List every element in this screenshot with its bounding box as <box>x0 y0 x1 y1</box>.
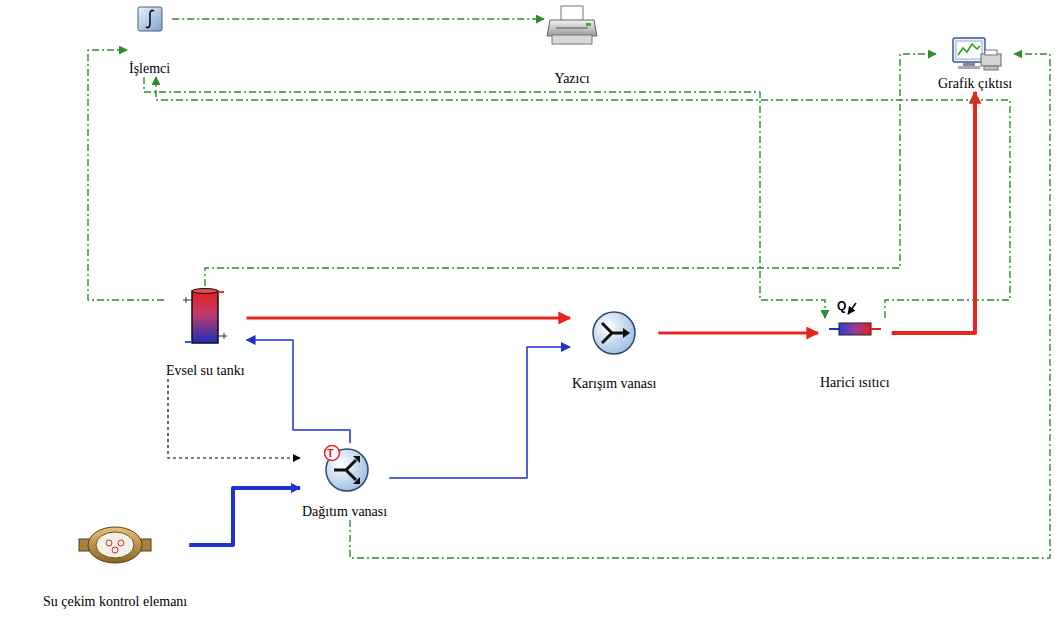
component-label: Grafik çıktısı <box>936 75 1014 92</box>
flow-connector <box>168 379 300 458</box>
component-icon <box>177 286 233 348</box>
component-label: Evsel su tankı <box>164 362 247 379</box>
component-node: Dağıtım vanası <box>300 443 389 520</box>
flow-connector <box>247 340 350 443</box>
flow-connector <box>658 332 818 335</box>
component-icon <box>544 4 600 48</box>
flow-connector <box>389 347 570 478</box>
component-node: İşlemci <box>127 6 172 77</box>
flow-connector <box>88 50 164 300</box>
flow-connector <box>247 317 570 320</box>
component-icon <box>947 36 1003 72</box>
flow-connector <box>205 54 936 286</box>
component-node: Grafik çıktısı <box>936 36 1014 92</box>
symbol-letter: Q <box>837 300 846 312</box>
flow-connector <box>350 54 1050 558</box>
component-node: Karışım vanası <box>570 309 658 392</box>
flow-connector <box>156 77 1010 318</box>
heat-input-arrow <box>848 303 856 314</box>
component-node: Su çekim kontrol elemanı <box>41 525 189 610</box>
component-icon <box>78 525 152 565</box>
component-node: Harici ısıtıcı <box>818 318 892 391</box>
symbol-letter: T <box>327 447 334 459</box>
component-label: Dağıtım vanası <box>300 503 389 520</box>
component-label: Karışım vanası <box>570 375 658 392</box>
component-label: Su çekim kontrol elemanı <box>41 593 189 610</box>
flow-connector <box>144 77 825 318</box>
component-icon <box>590 309 638 357</box>
component-node: Yazıcı <box>544 4 600 87</box>
flow-connector <box>892 92 975 333</box>
component-icon <box>829 318 881 340</box>
component-label: İşlemci <box>127 60 172 77</box>
flow-connector <box>172 18 544 19</box>
flow-connector <box>189 488 300 545</box>
component-icon <box>137 6 163 32</box>
component-label: Yazıcı <box>552 70 591 87</box>
component-node: Evsel su tankı <box>164 286 247 379</box>
component-label: Harici ısıtıcı <box>818 374 892 391</box>
